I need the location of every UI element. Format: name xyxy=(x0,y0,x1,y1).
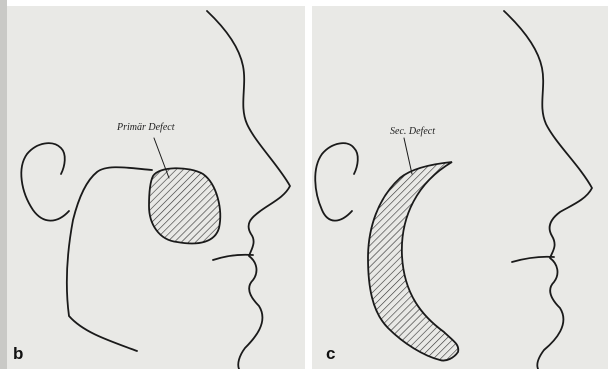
panel-letter-c: c xyxy=(326,344,335,364)
lips-line xyxy=(512,257,554,262)
left-edge-strip xyxy=(0,0,7,369)
ear-outline xyxy=(315,143,358,220)
ear-outline xyxy=(21,143,69,220)
callout-secondary-defect: Sec. Defect xyxy=(390,126,435,137)
callout-leader xyxy=(404,138,412,174)
flap-outline xyxy=(67,167,152,351)
panel-letter-b: b xyxy=(13,344,23,364)
face-profile-line xyxy=(207,11,290,369)
primary-defect-area xyxy=(149,168,220,243)
panel-c: Sec. Defect c xyxy=(312,6,608,369)
panel-c-drawing xyxy=(312,6,608,369)
panel-b-drawing xyxy=(7,6,305,369)
face-profile-line xyxy=(504,11,592,369)
secondary-defect-area xyxy=(368,162,458,361)
callout-primary-defect: Primär Defect xyxy=(117,122,175,133)
lips-line xyxy=(213,255,253,260)
panel-b: Primär Defect b xyxy=(7,6,305,369)
